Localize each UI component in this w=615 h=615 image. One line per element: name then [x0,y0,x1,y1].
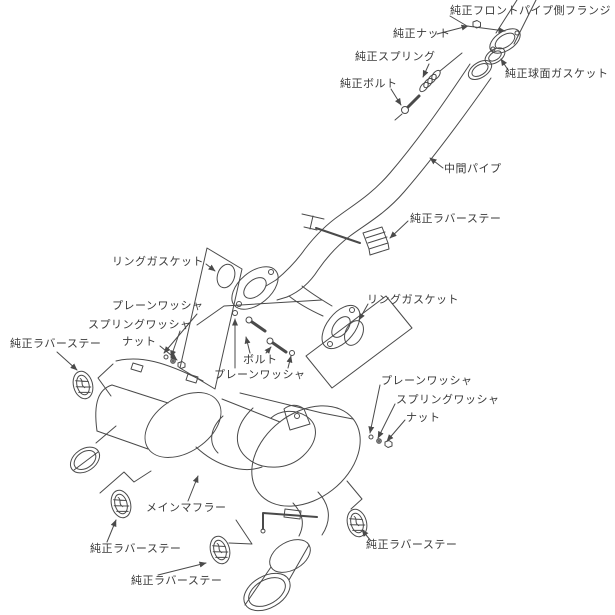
crossover-pipes [195,407,316,470]
part-label-main-muffler: メインマフラー [146,502,227,514]
oem-spring-graphic [419,69,441,93]
part-label-oem-nut: 純正ナット [393,28,451,40]
rubber-mount-block [362,226,390,256]
left-muffler-can [95,384,222,458]
main-muffler-assembly [69,358,363,612]
leader-lines [56,15,509,576]
part-label-oem-rubber-stay-bottom-left: 純正ラバーステー [90,543,182,555]
center-exhaust-tip [243,491,329,612]
rubber-stay-bottom-center-graphic [209,535,231,565]
part-label-plain-washer-left: プレーンワッシャ [112,300,204,312]
oem-spherical-gasket-graphic [484,47,506,65]
part-label-ring-gasket-left: リングガスケット [112,256,204,268]
part-label-plain-washer-right: プレーンワッシャ [381,375,473,387]
part-label-oem-spring: 純正スプリング [355,51,436,63]
part-label-bolt-center: ボルト [243,354,278,366]
branch-flange-right [321,304,361,350]
part-label-intermediate-pipe: 中間パイプ [444,163,502,175]
part-label-spring-washer-right: スプリングワッシャ [396,394,500,406]
pipe-hanger-bracket [301,213,361,244]
part-label-oem-front-pipe-side-flange: 純正フロントパイプ側フランジ [450,5,611,17]
part-label-nut-right: ナット [406,412,441,424]
part-label-oem-rubber-stay-bottom-right: 純正ラバーステー [366,539,458,551]
muffler-hanger-rods [115,358,318,534]
washer-nut-set-right [368,434,393,448]
part-label-spring-washer-left: スプリングワッシャ [88,319,192,331]
ring-gasket-left-graphic [216,263,236,289]
part-label-oem-rubber-stay-mid: 純正ラバーステー [410,213,502,225]
washer-nut-set-left [163,354,186,369]
gasket-plane-left [179,247,323,390]
branch-flange-left [231,266,279,310]
left-exhaust-tip [69,425,117,474]
oem-nut-graphic [472,20,481,29]
part-label-ring-gasket-right: リングガスケット [367,294,459,306]
oem-bolt-graphic [394,52,463,121]
part-label-oem-rubber-stay-bottom-center: 純正ラバーステー [131,575,223,587]
bolt-washer-set-center [232,310,295,356]
hanger-zigzag-lines [97,363,363,545]
part-label-nut-left: ナット [122,336,157,348]
part-label-oem-bolt: 純正ボルト [340,78,398,90]
part-label-plain-washer-center: プレーンワッシャ [214,369,306,381]
rubber-stay-bottom-left-graphic [110,489,132,519]
rubber-stay-bottom-right-graphic [346,508,368,538]
intermediate-pipe-graphic [265,60,493,317]
part-label-oem-rubber-stay-left: 純正ラバーステー [10,338,102,350]
oem-flange-graphic [489,28,521,54]
part-label-oem-spherical-gasket: 純正球面ガスケット [505,68,609,80]
rubber-stay-left-graphic [72,370,94,400]
